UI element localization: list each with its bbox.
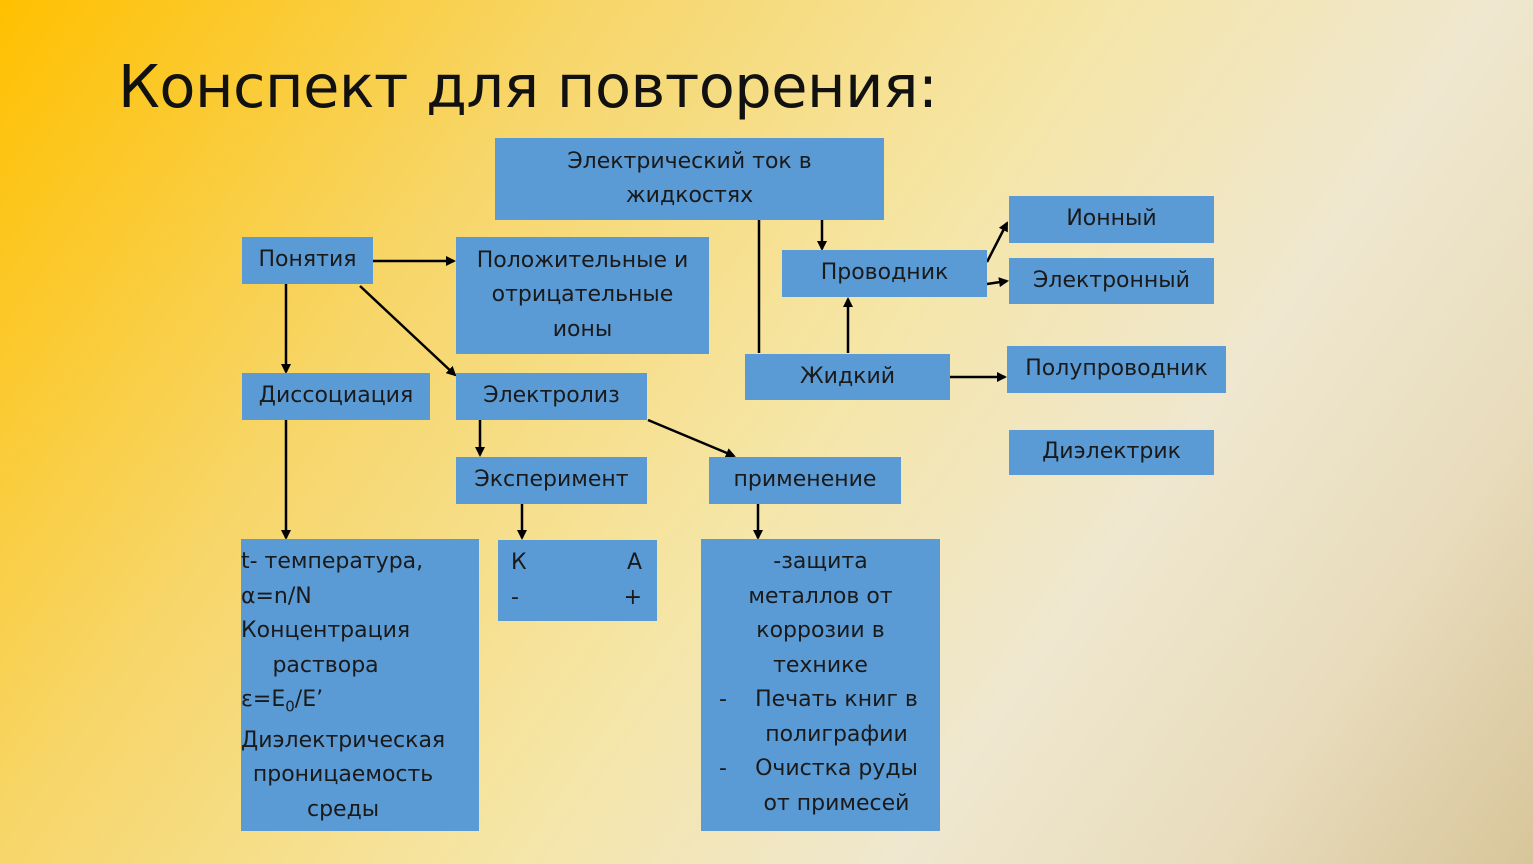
arrow-concepts-electrolysis [359,285,457,377]
node-dissociation-details: t- температура, α=n/N Концентрация раств… [241,539,479,831]
arrow-electrolysis-application [647,418,736,458]
node-application: применение [709,457,901,504]
node-application-details: -защита металлов от коррозии в технике -… [701,539,940,831]
node-concepts: Понятия [242,237,373,284]
slide-title: Конспект для повторения: [118,52,938,121]
node-dissociation: Диссоциация [242,373,430,420]
node-ionic: Ионный [1009,196,1214,243]
node-semiconductor: Полупроводник [1007,346,1226,393]
anode-label: А [626,550,642,575]
permittivity-formula: ε=E0/E’ [241,687,324,716]
arrow-conductor-ionic [985,221,1009,263]
node-electrodes: К А - + [498,540,657,621]
node-electronic: Электронный [1009,258,1214,304]
node-conductor: Проводник [782,250,987,297]
list-item: - Очистка руды от примесей [719,756,918,816]
cathode-label: К [511,550,527,575]
node-electrolysis: Электролиз [456,373,647,420]
node-liquid: Жидкий [745,354,950,400]
cathode-sign: - [511,584,519,610]
node-dielectric: Диэлектрик [1009,430,1214,475]
list-item: - Печать книг в полиграфии [719,687,918,747]
node-experiment: Эксперимент [456,457,647,504]
anode-sign: + [623,584,642,610]
node-root: Электрический ток в жидкостях [495,138,884,220]
node-ions: Положительные и отрицательные ионы [456,237,709,354]
arrow-conductor-electronic [986,277,1009,288]
